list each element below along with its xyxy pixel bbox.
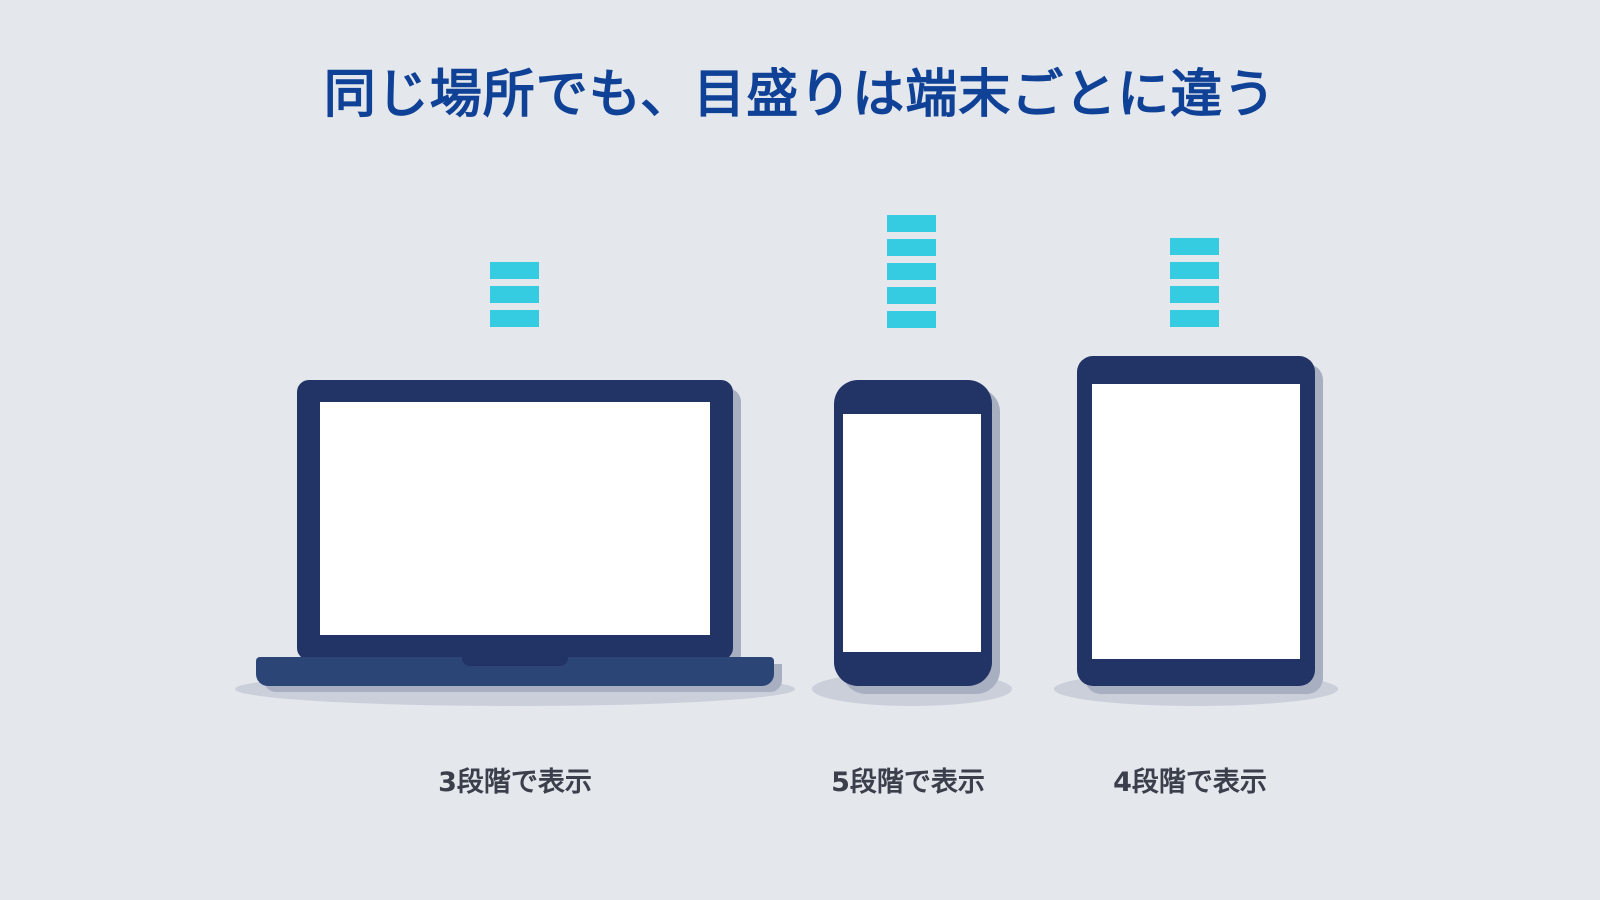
device-caption: 5段階で表示 (831, 767, 985, 798)
tablet-screen (1092, 384, 1300, 659)
signal-bar (887, 239, 936, 256)
signal-bar (490, 286, 539, 303)
signal-bar (887, 215, 936, 232)
signal-bars-icon (490, 262, 539, 327)
signal-bar (1170, 286, 1219, 303)
device-caption: 3段階で表示 (438, 767, 592, 798)
signal-bar (490, 262, 539, 279)
signal-bars-icon (1170, 238, 1219, 327)
signal-bar (887, 263, 936, 280)
signal-bar (1170, 238, 1219, 255)
laptop-notch (462, 657, 568, 666)
device-caption: 4段階で表示 (1113, 767, 1267, 798)
signal-bar (490, 310, 539, 327)
signal-bar (1170, 262, 1219, 279)
signal-bar (1170, 310, 1219, 327)
signal-bar (887, 287, 936, 304)
laptop-screen (320, 402, 710, 635)
signal-bars-icon (887, 215, 936, 328)
signal-bar (887, 311, 936, 328)
smartphone-screen (843, 414, 981, 652)
page-title: 同じ場所でも、目盛りは端末ごとに違う (323, 65, 1277, 125)
